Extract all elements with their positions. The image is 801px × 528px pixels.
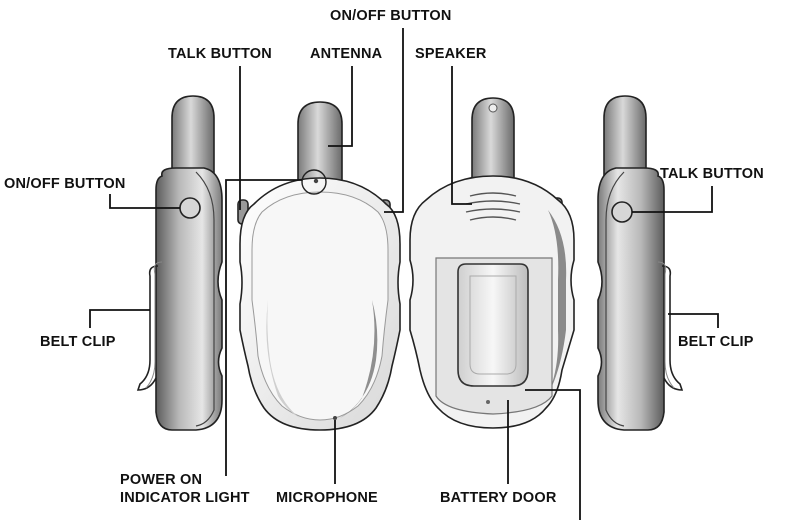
label-antenna: ANTENNA: [310, 46, 383, 62]
back-view: [409, 97, 575, 429]
left-side-antenna: [171, 95, 215, 179]
right-side-talk-button: [611, 201, 633, 223]
left-side-body: [155, 167, 223, 431]
right-side-view: [597, 95, 684, 431]
left-side-on-off-button: [179, 197, 201, 219]
right-side-body: [597, 167, 665, 431]
leader-talk-right: [632, 186, 713, 213]
leader-belt-clip-right: [668, 313, 719, 328]
label-belt-clip-right: BELT CLIP: [678, 334, 754, 350]
leader-lines: [89, 28, 719, 520]
leader-on-off-top: [384, 28, 404, 213]
back-antenna: [471, 97, 515, 183]
label-speaker: SPEAKER: [415, 46, 487, 62]
left-side-view: [136, 95, 223, 431]
leader-speaker: [451, 66, 472, 205]
leader-power-on: [225, 179, 302, 476]
label-talk-button-right: TALK BUTTON: [660, 166, 764, 182]
label-on-off-button-left: ON/OFF BUTTON: [4, 176, 126, 192]
label-battery-door: BATTERY DOOR: [440, 490, 557, 506]
front-view: [237, 101, 401, 431]
left-side-belt-clip: [136, 265, 159, 391]
label-microphone: MICROPHONE: [276, 490, 378, 506]
leader-battery-door-b: [525, 389, 581, 520]
label-talk-button-left: TALK BUTTON: [168, 46, 272, 62]
microphone-hole: [333, 416, 337, 420]
right-side-belt-clip: [661, 265, 684, 391]
label-on-off-button-top: ON/OFF BUTTON: [330, 8, 452, 24]
power-on-indicator-light: [301, 169, 327, 195]
label-power-on-line1: POWER ON: [120, 472, 203, 488]
back-belt-clip: [457, 263, 529, 387]
leader-on-off-left: [109, 194, 180, 209]
leader-belt-clip-left: [89, 309, 150, 328]
leader-antenna: [328, 66, 353, 147]
front-antenna: [297, 101, 343, 186]
label-power-on-line2: INDICATOR LIGHT: [120, 490, 250, 506]
label-belt-clip-left: BELT CLIP: [40, 334, 116, 350]
right-side-antenna: [603, 95, 647, 179]
